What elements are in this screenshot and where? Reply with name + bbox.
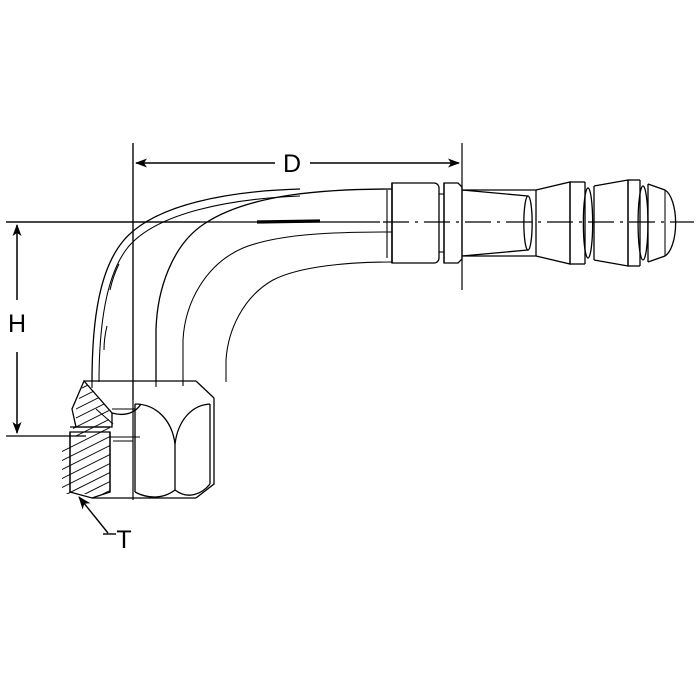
barb-groove-ring-3 [637,185,649,261]
dim-label-H: H [8,310,26,338]
stem-taper-top [461,189,529,197]
barb-groove-ring-1 [523,195,533,251]
elbow-bore-upper [182,231,393,382]
seat-hatch-lower [59,419,110,494]
dim-label-D: D [283,150,301,178]
dimension-H [6,221,200,437]
hose-stem [461,189,536,257]
elbow-bore-tick-b [103,325,108,351]
stem-taper-bottom [461,249,529,257]
nut-top-right-chamfer [195,380,215,399]
collar-flange [386,182,440,264]
swivel-nut [84,380,215,499]
barb-cone-1 [535,181,571,265]
dim-label-T: T [116,526,131,554]
dim-T-leader-diagonal [78,496,109,534]
secondary-collar [439,182,463,264]
elbow-outer-top-curve [155,188,393,382]
nut-facet-arc-left [134,403,176,490]
nut-right-outline [195,398,215,499]
elbow-bend [91,188,393,383]
nut-bottom-arc-left [134,489,176,498]
collar-flange-body [391,182,440,264]
barb-cone-2 [593,179,629,267]
barb-set [523,179,677,267]
elbow-wall-inner-left [98,195,301,383]
seat-hatch-upper [73,381,112,450]
elbow-bore-lower [225,261,393,382]
dimension-T-leader [78,496,116,535]
nut-seat-chamfer [111,403,142,416]
elbow-bore-accent [256,219,321,224]
barb-groove-ring-2 [582,187,594,259]
nut-bottom-arc-right [174,483,211,496]
secondary-collar-body [443,182,463,264]
elbow-outer-left-curve [91,188,301,383]
elbow-bore-tick-a [109,263,120,291]
seat-seal-notch [95,408,114,425]
nut-facet-arc-right [174,403,211,445]
barb-nose [647,183,677,263]
